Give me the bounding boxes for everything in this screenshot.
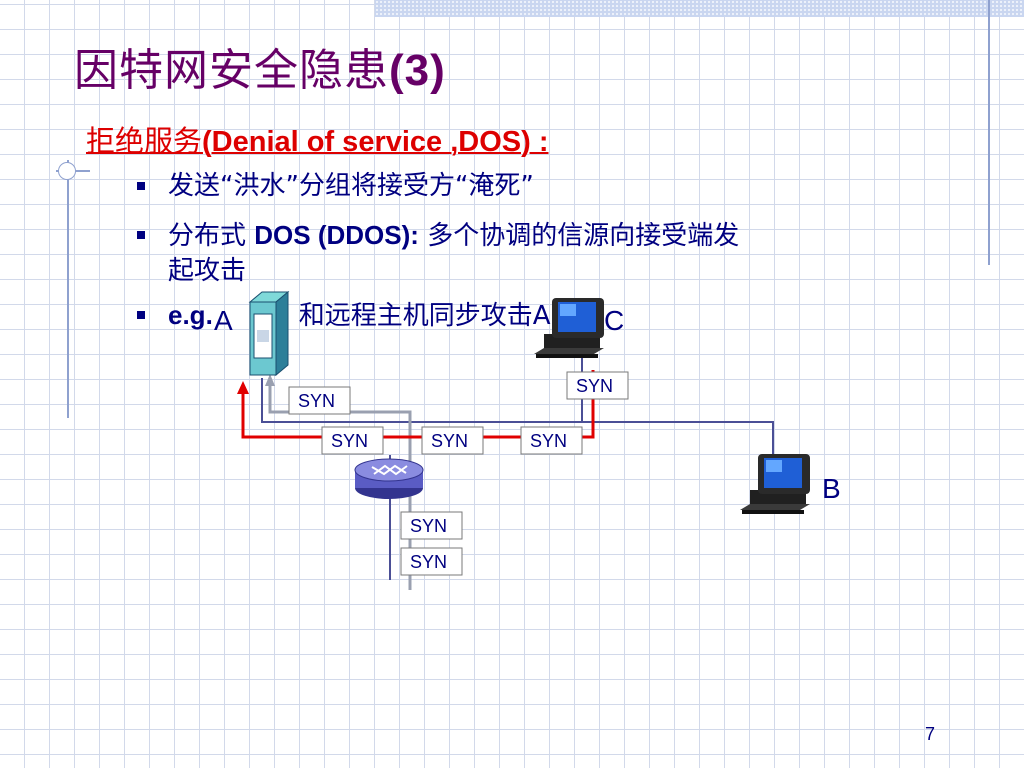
server-a-icon <box>248 290 290 377</box>
link-a-to-b <box>261 378 774 470</box>
svg-text:SYN: SYN <box>576 376 613 396</box>
syn-packet-mid-right: SYN <box>520 426 583 455</box>
bullet-marker <box>137 311 145 319</box>
decorative-circle <box>58 162 76 180</box>
computer-b-icon <box>740 454 810 514</box>
svg-text:SYN: SYN <box>431 431 468 451</box>
attack-path <box>241 370 595 439</box>
host-label-a: A <box>214 305 233 336</box>
svg-text:SYN: SYN <box>410 552 447 572</box>
bullet-marker <box>137 182 145 190</box>
section-heading: 拒绝服务(Denial of service ,DOS) : <box>86 124 549 158</box>
attack-arrowhead <box>237 381 249 394</box>
bullet-text: 起攻击 <box>168 256 247 286</box>
bullet-marker <box>137 231 145 239</box>
svg-text:SYN: SYN <box>410 516 447 536</box>
syn-packet-c: SYN <box>566 371 629 400</box>
svg-text:SYN: SYN <box>298 391 335 411</box>
page-number: 7 <box>925 724 936 744</box>
bullet-text: 发送“洪水”分组将接受方“淹死” <box>168 171 534 201</box>
syn-packet-top: SYN <box>288 386 351 415</box>
syn-packet-below-router-1: SYN <box>400 511 463 540</box>
host-label-b: B <box>822 473 841 504</box>
header-band <box>375 0 1024 17</box>
syn-packet-below-router-2: SYN <box>400 547 463 576</box>
page-title: 因特网安全隐患(3) <box>74 45 446 96</box>
svg-text:SYN: SYN <box>331 431 368 451</box>
syn-packet-mid-left: SYN <box>321 426 384 455</box>
decorative-vertical-line-left <box>67 160 69 418</box>
gray-arrowhead <box>265 374 275 386</box>
computer-c-icon <box>534 298 604 358</box>
bullet-text: 分布式 DOS (DDOS): 多个协调的信源向接受端发 <box>168 220 740 251</box>
host-label-c: C <box>604 305 624 336</box>
bullet-text: e.g.和远程主机同步攻击A <box>168 300 551 331</box>
decorative-vertical-line-right <box>988 0 990 265</box>
syn-packet-mid-center: SYN <box>421 426 484 455</box>
svg-text:SYN: SYN <box>530 431 567 451</box>
router-icon <box>354 458 424 499</box>
